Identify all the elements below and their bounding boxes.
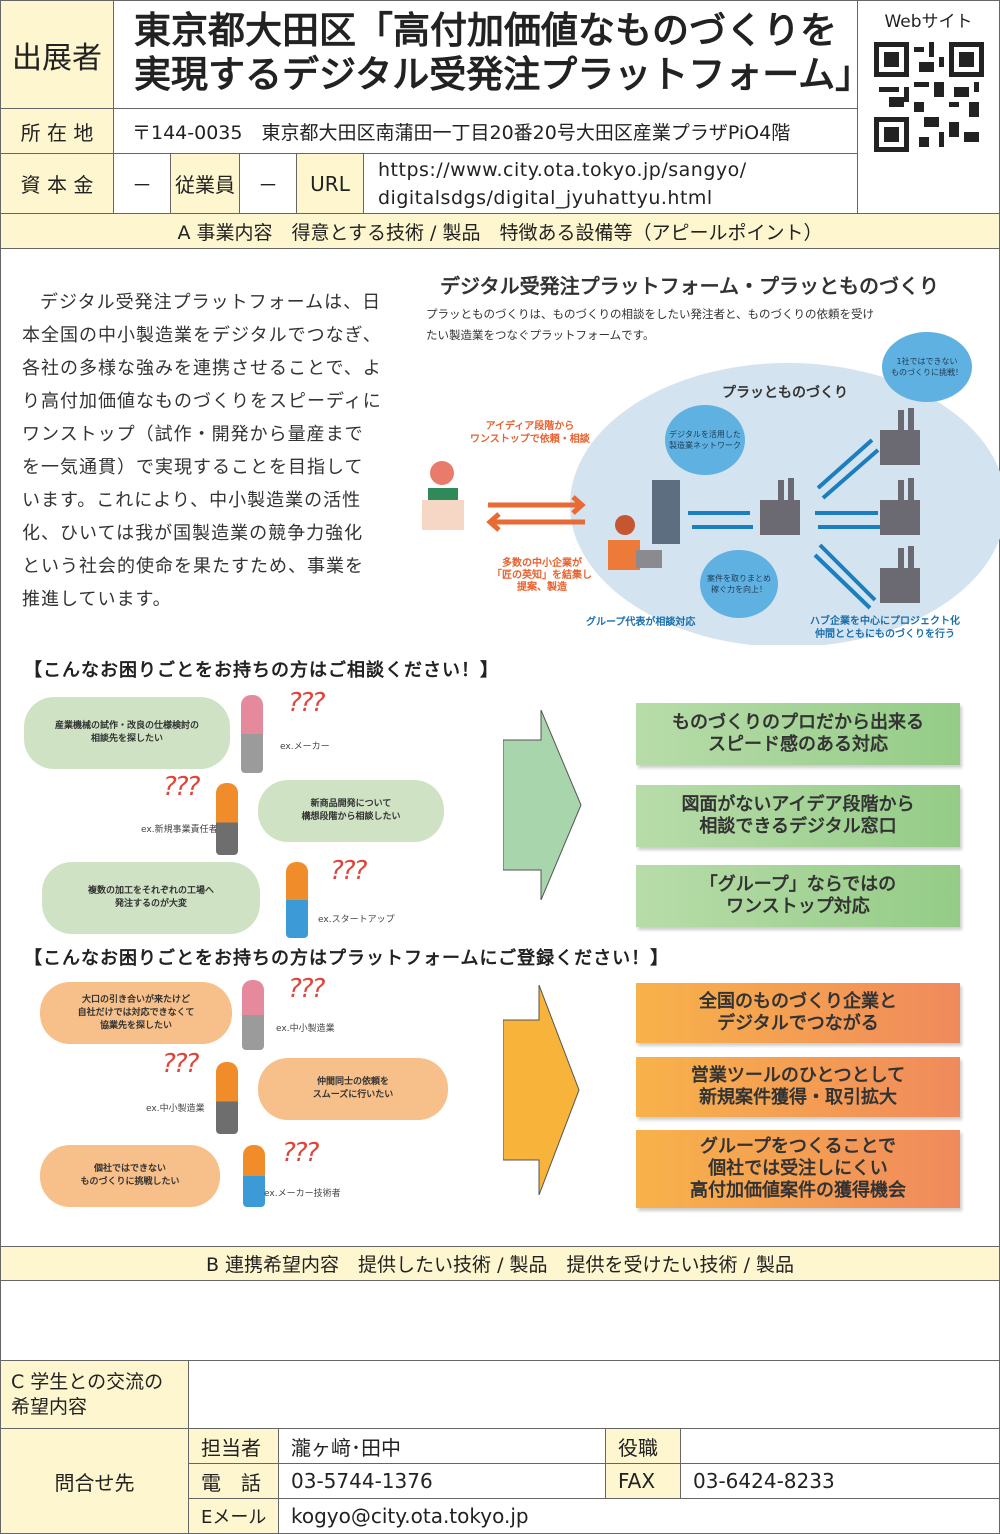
consult-bubble: 産業機械の試作・改良の仕様検討の 相談先を探したい <box>24 697 230 769</box>
register-benefit: グループをつくることで 個社では受注しにくい 高付加価値案件の獲得機会 <box>636 1130 960 1208</box>
url-label: URL <box>296 153 364 214</box>
diagram-subtitle: プラッとものづくりは、ものづくりの相談をしたい発注者と、ものづくりの依頼を受け … <box>426 304 874 346</box>
email-value[interactable]: kogyo@city.ota.tokyo.jp <box>278 1498 1000 1534</box>
person-icon <box>243 1145 265 1207</box>
url-line-1[interactable]: https://www.city.ota.tokyo.jp/sangyo/ <box>378 158 747 181</box>
consult-benefit: 図面がないアイデア段階から 相談できるデジタル窓口 <box>636 785 960 847</box>
person-value: 瀧ヶ﨑･田中 <box>278 1428 606 1464</box>
role-value <box>680 1428 1000 1464</box>
register-bubble: 仲間同士の依頼を スムーズに行いたい <box>258 1058 448 1120</box>
url-line-2[interactable]: digitalsdgs/digital_jyuhattyu.html <box>378 186 713 209</box>
qr-cell: Webサイト <box>857 0 1000 214</box>
question-marks: ??? <box>163 772 200 802</box>
arrow-right-icon <box>503 710 582 900</box>
bubble-network: デジタルを活用した 製造業ネットワーク <box>665 405 745 475</box>
fax-value: 03-6424-8233 <box>680 1463 1000 1499</box>
website-label: Webサイト <box>884 12 973 32</box>
group-rep-text: グループ代表が相談対応 <box>586 617 696 628</box>
bubble-earn: 案件を取りまとめ 稼ぐ力を向上！ <box>700 550 778 618</box>
address-label: 所 在 地 <box>0 108 114 154</box>
question-marks: ??? <box>288 974 325 1004</box>
contact-label: 問合せ先 <box>0 1428 189 1534</box>
qr-code-icon[interactable] <box>873 42 984 152</box>
example-label: ex.中小製造業 <box>276 1024 335 1034</box>
network-arrows <box>688 438 880 610</box>
consult-bubble: 新商品開発について 構想段階から相談したい <box>258 780 444 842</box>
employees-label: 従業員 <box>170 153 240 214</box>
person-icon <box>242 980 264 1050</box>
question-marks: ??? <box>330 856 367 886</box>
section-c-heading: C 学生との交流の 希望内容 <box>0 1360 189 1429</box>
question-marks: ??? <box>288 688 325 718</box>
section-a-heading: A 事業内容 得意とする技術 / 製品 特徴ある設備等（アピールポイント） <box>0 213 1000 249</box>
representative-icon <box>608 515 662 570</box>
register-bubble: 個社ではできない ものづくりに挑戦したい <box>40 1145 220 1207</box>
title-line-2: 実現するデジタル受発注プラットフォーム」 <box>134 53 873 96</box>
bubble-challenge: 1社ではできない ものづくりに挑戦！ <box>882 332 972 402</box>
arrow-right-icon <box>503 985 580 1195</box>
register-bubble: 大口の引き合いが来たけど 自社だけでは対応できなくて 協業先を探したい <box>40 982 232 1044</box>
person-label: 担当者 <box>188 1428 279 1464</box>
platform-diagram: デジタル受発注プラットフォーム・プラッとものづくり プラッとものづくりは、ものづ… <box>410 270 1000 645</box>
person-icon <box>216 783 238 855</box>
email-label: Eメール <box>188 1498 279 1534</box>
customer-icon <box>422 461 464 530</box>
subtitle-line-1: プラッとものづくりは、ものづくりの相談をしたい発注者と、ものづくりの依頼を受け <box>426 307 875 321</box>
orders-arrows <box>486 495 586 532</box>
register-benefit: 全国のものづくり企業と デジタルでつながる <box>636 983 960 1043</box>
exhibitor-label: 出展者 <box>0 0 114 109</box>
capital-label: 資 本 金 <box>0 153 114 214</box>
consult-heading: 【こんなお困りごとをお持ちの方はご相談ください！】 <box>24 660 499 681</box>
person-icon <box>241 695 263 773</box>
example-label: ex.新規事業責任者 <box>141 825 218 835</box>
consult-bubble: 複数の加工をそれぞれの工場へ 発注するのが大変 <box>42 862 260 934</box>
example-label: ex.メーカー技術者 <box>264 1189 341 1199</box>
question-marks: ??? <box>162 1049 199 1079</box>
example-label: ex.メーカー <box>280 742 330 752</box>
factory-icons <box>760 408 920 603</box>
person-icon <box>286 862 308 938</box>
employees-value: － <box>239 153 297 214</box>
tel-value[interactable]: 03-5744-1376 <box>278 1463 606 1499</box>
example-label: ex.スタートアップ <box>318 915 395 925</box>
left-top-text: アイディア段階から ワンストップで依頼・相談 <box>470 421 590 445</box>
business-description: デジタル受発注プラットフォームは、日本全国の中小製造業をデジタルでつなぎ、各社の… <box>22 292 382 610</box>
page-title: 東京都大田区「高付加価値なものづくりを 実現するデジタル受発注プラットフォーム」 <box>113 0 873 109</box>
person-icon <box>216 1062 238 1134</box>
section-b-heading: B 連携希望内容 提供したい技術 / 製品 提供を受けたい技術 / 製品 <box>0 1246 1000 1281</box>
register-benefit: 営業ツールのひとつとして 新規案件獲得・取引拡大 <box>636 1057 960 1117</box>
role-label: 役職 <box>605 1428 681 1464</box>
register-heading: 【こんなお困りごとをお持ちの方はプラットフォームにご登録ください！】 <box>24 948 670 969</box>
tel-label: 電 話 <box>188 1463 279 1499</box>
section-b-body <box>0 1280 1000 1361</box>
circle-label: プラッとものづくり <box>722 385 848 401</box>
question-marks: ??? <box>282 1138 319 1168</box>
diagram-title: デジタル受発注プラットフォーム・プラッとものづくり <box>440 274 939 298</box>
title-line-1: 東京都大田区「高付加価値なものづくりを <box>134 9 837 52</box>
building-icon <box>652 480 680 544</box>
url-link[interactable]: https://www.city.ota.tokyo.jp/sangyo/ di… <box>363 153 858 214</box>
fax-label: FAX <box>605 1463 681 1499</box>
subtitle-line-2: たい製造業をつなぐプラットフォームです。 <box>426 328 655 342</box>
capital-value: － <box>113 153 171 214</box>
consult-benefit: ものづくりのプロだから出来る スピード感のある対応 <box>636 703 960 765</box>
section-c-body <box>188 1360 1000 1429</box>
address-value: 〒144-0035 東京都大田区南蒲田一丁目20番20号大田区産業プラザPiO4… <box>113 108 858 154</box>
consult-benefit: 「グループ」ならではの ワンストップ対応 <box>636 865 960 927</box>
example-label: ex.中小製造業 <box>146 1104 205 1114</box>
left-bottom-text: 多数の中小企業が 「匠の英知」を結集し 提案、製造 <box>492 558 592 593</box>
hub-text: ハブ企業を中心にプロジェクト化 仲間とともにものづくりを行う <box>810 616 960 640</box>
